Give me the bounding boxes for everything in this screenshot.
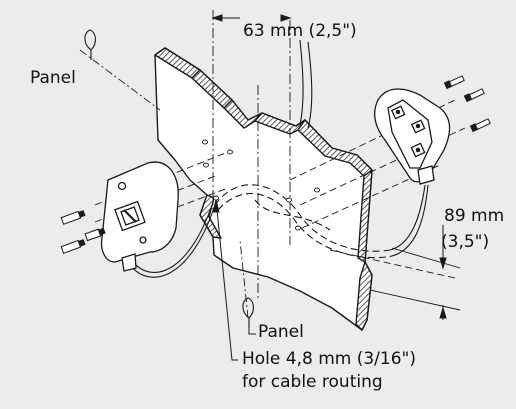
panel	[154, 47, 373, 331]
screw-right-3	[469, 118, 491, 133]
screws	[60, 75, 491, 254]
leader-lines	[212, 199, 256, 361]
leader-panel-bottom	[248, 324, 256, 335]
label-dimension-horizontal: 63 mm (2,5")	[243, 21, 357, 41]
label-hole-line1: Hole 4,8 mm (3/16")	[242, 349, 416, 369]
label-panel-top: Panel	[30, 68, 76, 88]
screw-left-2	[60, 239, 86, 254]
dim-63-arrows	[211, 14, 292, 22]
leader-hole-arrow	[212, 199, 220, 213]
panel-face	[154, 47, 373, 331]
panel-right-lower-edge	[355, 261, 373, 331]
screw-left-3	[84, 227, 106, 242]
sensor-housing	[100, 161, 179, 272]
dim-89-arrows	[439, 225, 447, 320]
label-dimension-vertical-in: (3,5")	[441, 232, 490, 252]
panel-right-edge	[357, 169, 373, 263]
cable	[129, 39, 429, 278]
label-hole-line2: for cable routing	[242, 372, 383, 392]
leader-hole	[215, 199, 238, 361]
centerline-symbol-bottom	[242, 297, 254, 328]
centerline-symbol-top	[84, 29, 96, 60]
screw-right-1	[443, 75, 465, 90]
screw-left-1	[60, 210, 86, 225]
label-dimension-vertical-mm: 89 mm	[444, 206, 505, 226]
screw-right-2	[463, 88, 485, 103]
connector-block	[374, 88, 451, 185]
label-panel-bottom: Panel	[258, 322, 304, 342]
mounting-holes	[202, 139, 320, 231]
